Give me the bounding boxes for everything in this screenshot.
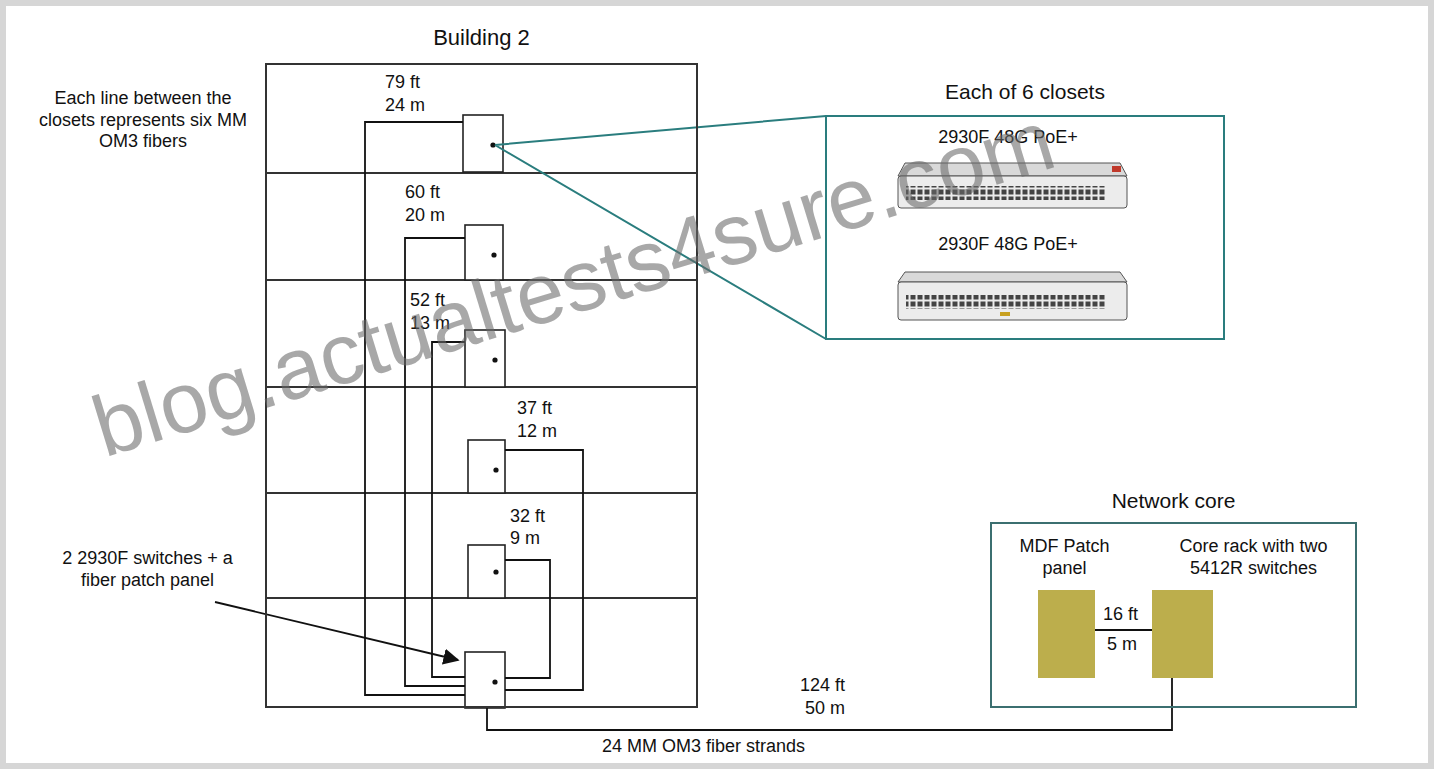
switch-unit: 2930F 48G PoE+ bbox=[890, 125, 1130, 213]
patch-panel: MDF Patch panel bbox=[1038, 590, 1095, 678]
closet-detail-box: Each of 6 closets2930F 48G PoE+2930F 48G… bbox=[825, 115, 1225, 340]
network-core-box: Network coreMDF Patch panelCore rack wit… bbox=[990, 522, 1357, 708]
dimension-label: 50 m bbox=[805, 698, 845, 720]
node-heading: Each of 6 closets bbox=[945, 79, 1105, 104]
closet bbox=[465, 652, 505, 708]
dot bbox=[492, 679, 497, 684]
note-text: Each line between the closets represents… bbox=[38, 88, 248, 153]
note-text: 2 2930F switches + a fiber patch panel bbox=[50, 548, 245, 591]
watermark: blog.actualtests4sure.com bbox=[83, 96, 1064, 470]
switch-ports bbox=[906, 295, 1106, 309]
dimension-label: 37 ft bbox=[517, 398, 552, 420]
building-outline: Building 2 bbox=[265, 63, 698, 708]
closet bbox=[463, 115, 503, 172]
dot bbox=[493, 467, 498, 472]
dimension-label: 124 ft bbox=[800, 675, 845, 697]
node-heading: Building 2 bbox=[433, 25, 530, 51]
dimension-label: 16 ft bbox=[1103, 604, 1138, 626]
dimension-label: 20 m bbox=[405, 205, 445, 227]
closet bbox=[465, 330, 505, 387]
dimension-label: 79 ft bbox=[385, 72, 420, 94]
fiber-runs bbox=[365, 122, 583, 695]
closet bbox=[468, 440, 505, 493]
switch-led bbox=[1112, 166, 1121, 172]
switch-top bbox=[898, 272, 1127, 282]
closets bbox=[463, 115, 505, 708]
dimension-label: 13 m bbox=[410, 313, 450, 335]
closet bbox=[465, 225, 503, 280]
node-heading: 2930F 48G PoE+ bbox=[938, 127, 1078, 149]
core-rack: Core rack with two 5412R switches bbox=[1152, 590, 1213, 678]
dimension-label: 32 ft bbox=[510, 506, 545, 528]
node-heading: Core rack with two 5412R switches bbox=[1164, 536, 1344, 579]
dot bbox=[491, 252, 496, 257]
dot bbox=[492, 357, 497, 362]
switch-ports bbox=[906, 186, 1106, 200]
switch-unit: 2930F 48G PoE+ bbox=[890, 232, 1130, 327]
node-heading: MDF Patch panel bbox=[1013, 536, 1117, 579]
zoom-lines bbox=[495, 116, 826, 339]
dimension-label: 12 m bbox=[517, 421, 557, 443]
node-heading: Network core bbox=[1112, 488, 1236, 513]
dimension-label: 60 ft bbox=[405, 182, 440, 204]
closet bbox=[468, 545, 505, 598]
switch-front bbox=[898, 282, 1127, 320]
closet-dots bbox=[490, 142, 498, 684]
leader-arrow bbox=[215, 602, 458, 660]
dimension-label: 24 MM OM3 fiber strands bbox=[602, 736, 805, 758]
dot bbox=[490, 142, 495, 147]
switch-top bbox=[898, 163, 1127, 176]
dimension-label: 9 m bbox=[510, 528, 540, 550]
node-heading: 2930F 48G PoE+ bbox=[938, 234, 1078, 256]
switch-illustration bbox=[898, 272, 1127, 320]
floor-lines bbox=[265, 173, 698, 598]
dimension-label: 24 m bbox=[385, 95, 425, 117]
switch-illustration bbox=[898, 163, 1127, 208]
dimension-label: 52 ft bbox=[410, 290, 445, 312]
switch-front bbox=[898, 176, 1127, 208]
fiber-connector bbox=[1095, 629, 1152, 631]
switch-led bbox=[1000, 312, 1010, 316]
dimension-label: 5 m bbox=[1107, 634, 1137, 656]
dot bbox=[493, 569, 498, 574]
